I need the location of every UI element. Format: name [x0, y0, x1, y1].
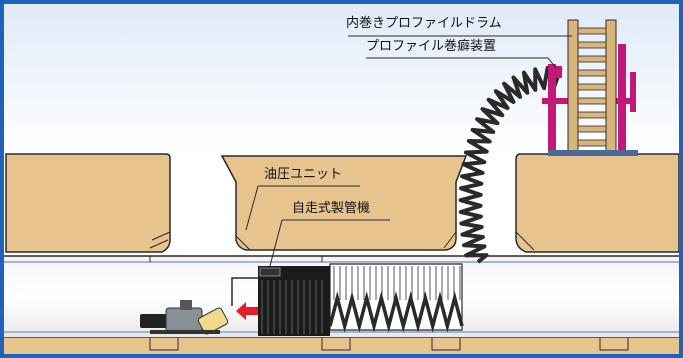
label-hydraulic-unit: 油圧ユニット [264, 167, 343, 182]
drum-rung [577, 83, 607, 91]
profile-drum-icon [548, 19, 638, 156]
hydraulic-hose [231, 277, 258, 306]
pipe-making-machine [258, 266, 330, 336]
hydraulic-unit-icon [140, 300, 229, 335]
sky-background [4, 4, 679, 154]
profile-strip-coil [458, 65, 563, 264]
pipe-joints [149, 256, 629, 351]
drum-rung [577, 27, 607, 35]
ground-right [515, 153, 680, 253]
drum-rung [577, 69, 607, 77]
ground-bottom [4, 338, 679, 354]
drum-rung [577, 97, 607, 105]
drum-rung [577, 41, 607, 49]
drum-rung [577, 55, 607, 63]
ground-left [5, 153, 171, 253]
label-reel-device: プロファイル巻癖装置 [366, 39, 497, 54]
ground-center [220, 155, 468, 251]
label-inner-drum: 内巻きプロファイルドラム [346, 16, 502, 31]
profile-spiral-in-pipe [328, 291, 464, 333]
drum-rung [577, 111, 607, 119]
drum-rung [577, 139, 607, 147]
label-pipe-machine: 自走式製管機 [292, 201, 371, 216]
callout-lines [245, 35, 572, 267]
drum-rung [577, 125, 607, 133]
left-arrow-icon [236, 302, 258, 320]
